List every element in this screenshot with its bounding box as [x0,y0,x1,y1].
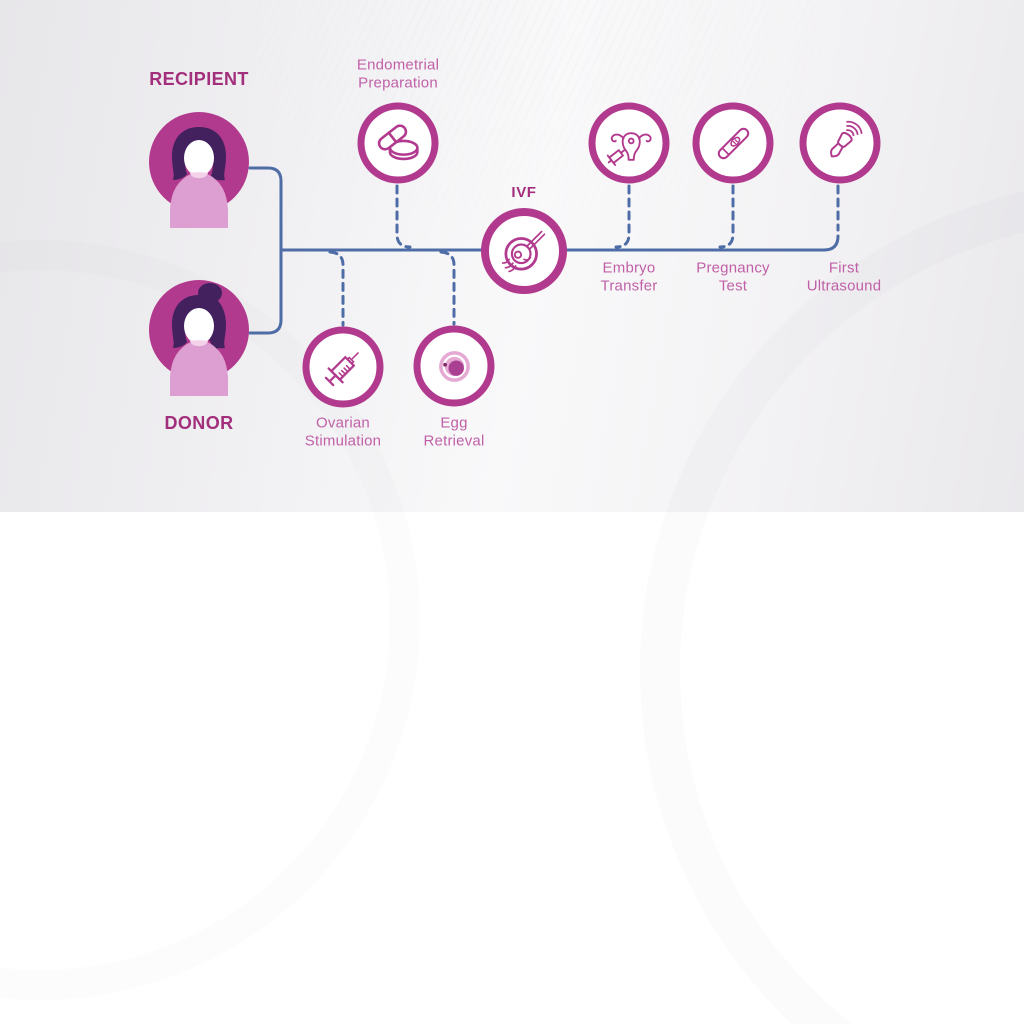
step-label-endometrial-preparation: Endometrial Preparation [356,56,440,92]
step-label-ovarian-stimulation: Ovarian Stimulation [304,414,382,450]
recipient-avatar [147,110,251,237]
timeline-line [279,234,840,252]
ultrasound-probe-icon [829,120,862,157]
recipient-label: RECIPIENT [149,69,249,90]
dashed-connector-ovarian [328,250,345,327]
uterus-transfer-icon [606,131,652,166]
woman-avatar-icon [149,112,249,228]
step-label-first-ultrasound: First Ultrasound [806,259,882,295]
connector-lines [248,166,840,335]
step-circle-first-ultrasound [799,102,881,184]
recipient-donor-connector [248,166,283,335]
pregnancy-test-icon [717,127,749,159]
step-circle-embryo-transfer [588,102,670,184]
step-circle-endometrial-preparation [357,102,439,184]
donor-label: DONOR [164,413,234,434]
step-label-pregnancy-test: Pregnancy Test [696,259,770,295]
syringe-icon [324,351,359,386]
dashed-connector-pregnancy [718,184,735,249]
pills-icon [377,123,419,160]
step-label-ivf: IVF [511,183,537,201]
dashed-connector-endometrial [395,184,412,249]
dashed-connector-embryo [614,184,631,249]
ivf-process-infographic: RECIPIENT DONOR Endometrial Preparation [0,0,1024,512]
step-circle-pregnancy-test [692,102,774,184]
step-circle-egg-retrieval [413,325,495,407]
dashed-connector-egg [439,250,456,326]
step-label-embryo-transfer: Embryo Transfer [600,259,658,295]
egg-cell-icon [438,350,470,382]
step-circle-ovarian-stimulation [302,326,384,408]
step-label-egg-retrieval: Egg Retrieval [423,414,485,450]
donor-avatar [147,278,251,405]
fertilization-icon [501,230,546,273]
woman-avatar-icon [149,280,249,396]
step-circle-ivf [481,208,567,294]
